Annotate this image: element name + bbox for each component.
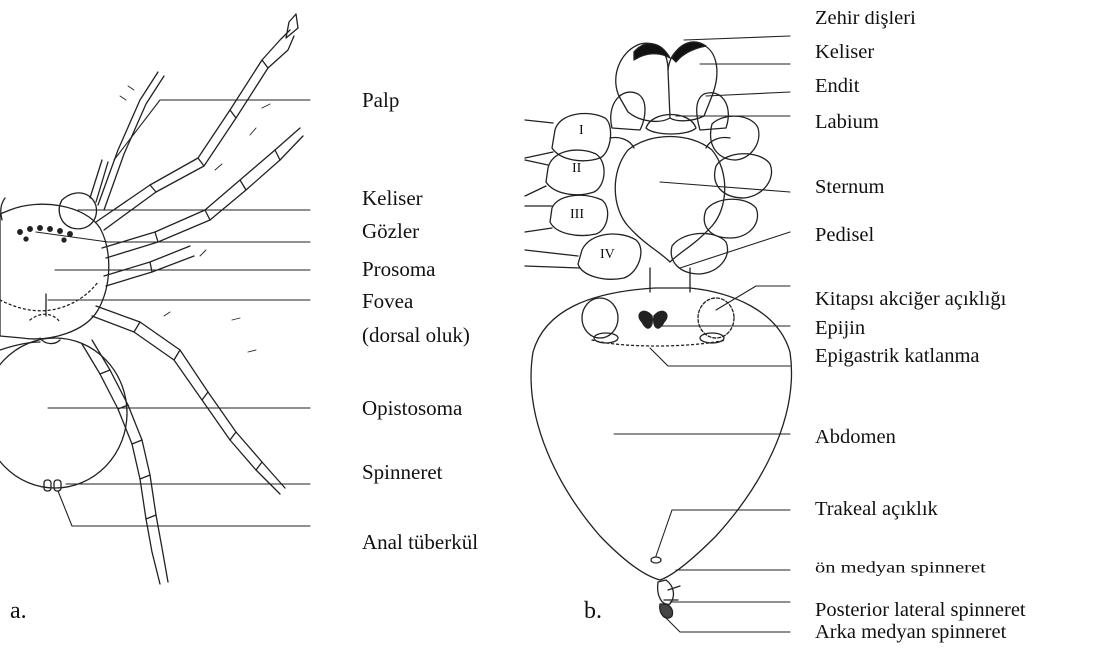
label-palp: Palp <box>362 88 399 112</box>
label-kitapsi: Kitapsı akciğer açıklığı <box>815 287 1006 311</box>
leg-3 <box>104 246 194 286</box>
fangs-shape <box>634 44 670 60</box>
epigastric-fold <box>592 340 726 346</box>
numeral-III: III <box>570 207 584 222</box>
spider-ventral-drawing: I II III IV <box>525 42 791 618</box>
label-epijin: Epijin <box>815 316 865 340</box>
label-sternum: Sternum <box>815 175 884 199</box>
label-opistosoma: Opistosoma <box>362 396 462 420</box>
caption-b: b. <box>584 598 602 625</box>
label-gozler: Gözler <box>362 219 419 243</box>
label-prosoma: Prosoma <box>362 257 436 281</box>
label-labium: Labium <box>815 110 879 134</box>
book-lung-left <box>582 298 618 338</box>
label-pedisel: Pedisel <box>815 223 874 247</box>
leg-4 <box>92 306 285 494</box>
leader-lines-a <box>36 100 310 526</box>
label-endit: Endit <box>815 74 859 98</box>
label-keliser-a: Keliser <box>362 186 423 210</box>
opistosoma-shape <box>0 338 127 488</box>
numeral-II: II <box>572 161 582 176</box>
book-lung-right <box>698 298 734 338</box>
label-posterior: Posterior lateral spinneret <box>815 598 1026 622</box>
leg-lower <box>82 340 168 584</box>
leg-1 <box>96 30 294 230</box>
label-keliser-b: Keliser <box>815 40 874 64</box>
label-abdomen: Abdomen <box>815 425 896 449</box>
label-on-medyan: ön medyan spinneret <box>815 559 986 578</box>
prosoma-shape <box>0 204 109 339</box>
caption-a: a. <box>10 598 27 625</box>
label-fovea-sub: (dorsal oluk) <box>362 323 470 347</box>
label-trakeal: Trakeal açıklık <box>815 497 938 521</box>
leader-lines-b <box>614 36 790 632</box>
tracheal-opening <box>651 557 661 563</box>
sternum-shape <box>615 137 725 263</box>
eyes-group <box>18 226 73 242</box>
numeral-I: I <box>579 123 584 138</box>
label-spinneret: Spinneret <box>362 460 442 484</box>
label-epigastrik: Epigastrik katlanma <box>815 344 980 368</box>
numeral-IV: IV <box>600 247 615 262</box>
label-fovea: Fovea <box>362 289 413 313</box>
leg-2 <box>102 128 303 258</box>
label-anal: Anal tüberkül <box>362 530 478 554</box>
labium-shape <box>646 115 696 135</box>
label-arka: Arka medyan spinneret <box>815 620 1006 644</box>
spinneret-shape <box>44 480 51 491</box>
